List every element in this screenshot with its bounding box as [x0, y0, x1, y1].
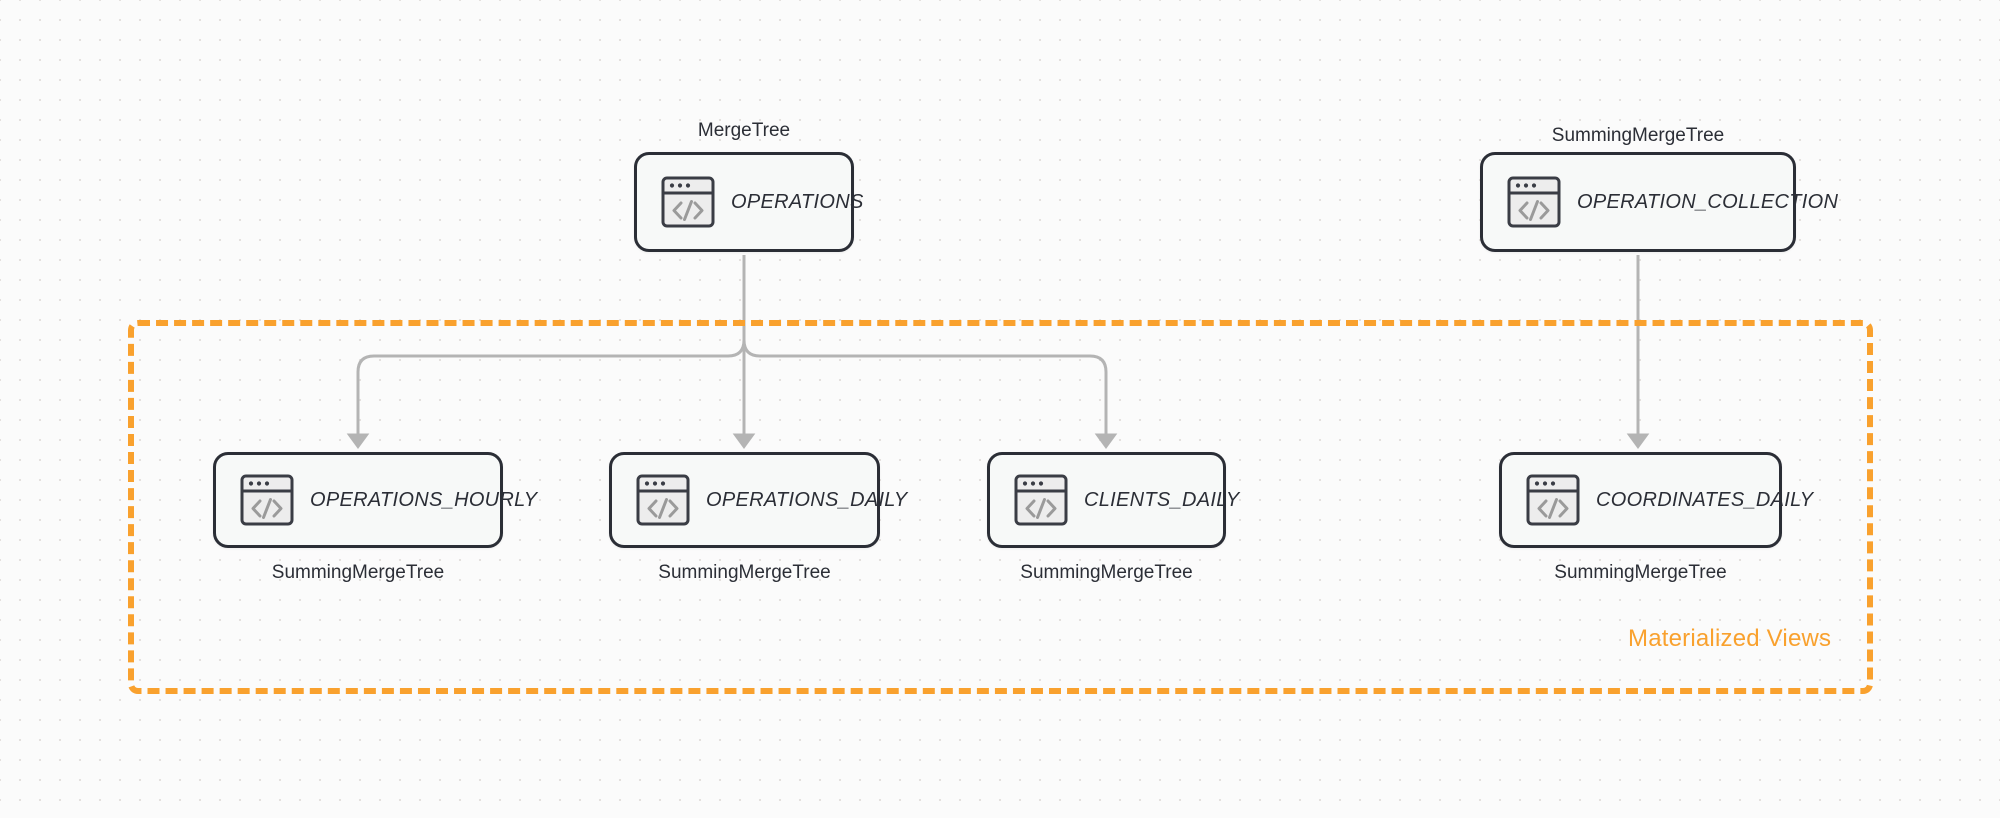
node-label: OPERATIONS_HOURLY	[310, 488, 538, 511]
node-label: OPERATIONS_DAILY	[706, 488, 908, 511]
materialized-views-group	[128, 320, 1873, 694]
node-clients-daily[interactable]: CLIENTS_DAILY	[987, 452, 1239, 548]
engine-caption-operations-daily: SummingMergeTree	[658, 562, 831, 583]
node-operations-hourly[interactable]: OPERATIONS_HOURLY	[213, 452, 537, 548]
code-window-icon	[1507, 176, 1561, 228]
code-window-icon	[1526, 474, 1580, 526]
node-operations[interactable]: OPERATIONS	[634, 152, 863, 252]
materialized-views-label: Materialized Views	[1628, 625, 1832, 652]
engine-caption-clients-daily: SummingMergeTree	[1020, 562, 1193, 583]
node-label: CLIENTS_DAILY	[1084, 488, 1240, 511]
engine-caption-coordinates-daily: SummingMergeTree	[1554, 562, 1727, 583]
code-window-icon	[1014, 474, 1068, 526]
engine-caption-operations-hourly: SummingMergeTree	[271, 562, 445, 583]
node-label: COORDINATES_DAILY	[1596, 488, 1814, 511]
code-window-icon	[636, 474, 690, 526]
engine-caption-operation-collection: SummingMergeTree	[1551, 125, 1725, 146]
node-operations-daily[interactable]: OPERATIONS_DAILY	[609, 452, 907, 548]
node-label: OPERATION_COLLECTION	[1577, 190, 1839, 213]
code-window-icon	[240, 474, 294, 526]
node-label: OPERATIONS	[731, 190, 864, 213]
code-window-icon	[661, 176, 715, 228]
engine-caption-operations: MergeTree	[697, 120, 791, 141]
node-operation-collection[interactable]: OPERATION_COLLECTION	[1480, 152, 1838, 252]
node-coordinates-daily[interactable]: COORDINATES_DAILY	[1499, 452, 1813, 548]
